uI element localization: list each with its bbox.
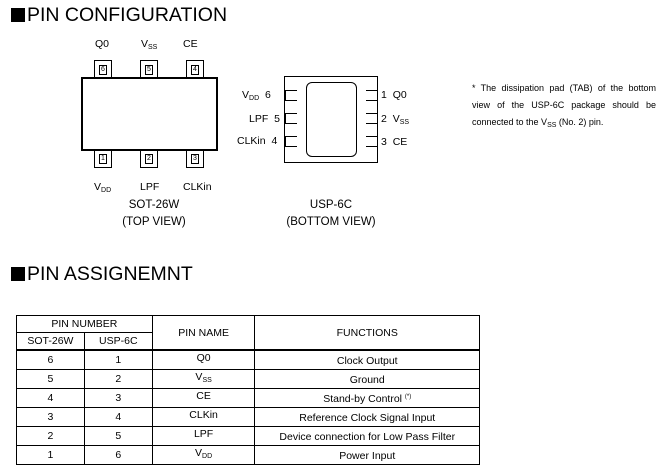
usp-left-label-pin6: VDD 6 [242, 89, 271, 102]
table-row: 3 4 CLKin Reference Clock Signal Input [16, 407, 480, 427]
cell-function: Power Input [254, 445, 480, 465]
cell-function: Reference Clock Signal Input [254, 407, 480, 427]
cell-pin-name: CE [151, 388, 256, 408]
sot-pin-2: 2 [140, 151, 158, 168]
cell-sot-number: 5 [16, 369, 85, 389]
cell-usp-number: 2 [83, 369, 153, 389]
cell-pin-name: Q0 [151, 349, 256, 370]
pin-configuration-title: PIN CONFIGURATION [27, 3, 228, 26]
header-pin-name: PIN NAME [151, 315, 256, 351]
table-row: 4 3 CE Stand-by Control (*) [16, 388, 480, 408]
pin-assignment-table: PIN NUMBER PIN NAME FUNCTIONS SOT-26W US… [16, 315, 480, 465]
sot-top-label-pin5: VSS [141, 38, 158, 51]
usp-right-label-pin3: 3 CE [381, 136, 408, 148]
cell-sot-number: 6 [16, 349, 85, 370]
usp-pin-4 [285, 136, 297, 147]
sot26w-caption-name: SOT-26W [128, 199, 180, 211]
usp-left-label-pin5: LPF 5 [249, 113, 280, 125]
cell-pin-name: LPF [151, 426, 256, 446]
header-usp6c: USP-6C [83, 332, 153, 351]
sot-pin-6: 6 [94, 60, 112, 77]
usp6c-caption-name: USP-6C [309, 199, 353, 211]
pin-configuration-heading: PIN CONFIGURATION [11, 3, 227, 27]
cell-sot-number: 2 [16, 426, 85, 446]
heading-square-icon [11, 267, 25, 281]
sot-bottom-label-pin3: CLKin [183, 181, 212, 193]
sot-pin-1: 1 [94, 151, 112, 168]
usp-pin-5 [285, 113, 297, 124]
cell-usp-number: 1 [83, 349, 153, 370]
sot-top-label-pin4: CE [183, 38, 198, 50]
heading-square-icon [11, 8, 25, 22]
cell-function: Clock Output [254, 349, 480, 370]
pin-assignment-title: PIN ASSIGNEMNT [27, 262, 193, 285]
cell-sot-number: 1 [16, 445, 85, 465]
cell-usp-number: 4 [83, 407, 153, 427]
cell-function: Stand-by Control (*) [254, 388, 480, 408]
sot-pin-4: 4 [186, 60, 204, 77]
cell-sot-number: 4 [16, 388, 85, 408]
usp6c-caption-view: (BOTTOM VIEW) [286, 216, 376, 228]
cell-pin-name: VSS [151, 369, 256, 389]
pin-assignment-heading: PIN ASSIGNEMNT [11, 262, 193, 286]
usp-pin-3 [366, 136, 378, 147]
sot-pin-3: 3 [186, 151, 204, 168]
header-functions: FUNCTIONS [254, 315, 480, 351]
table-row: 5 2 VSS Ground [16, 369, 480, 389]
sot-pin-5: 5 [140, 60, 158, 77]
cell-usp-number: 5 [83, 426, 153, 446]
table-row: 6 1 Q0 Clock Output [16, 349, 480, 370]
sot-bottom-label-pin1: VDD [94, 181, 112, 194]
table-row: 2 5 LPF Device connection for Low Pass F… [16, 426, 480, 446]
sot26w-caption-view: (TOP VIEW) [122, 216, 186, 228]
usp-pin-2 [366, 113, 378, 124]
cell-usp-number: 6 [83, 445, 153, 465]
cell-function: Ground [254, 369, 480, 389]
table-row: 1 6 VDD Power Input [16, 445, 480, 465]
sot-top-label-pin6: Q0 [95, 38, 110, 50]
usp-left-label-pin4: CLKin 4 [237, 135, 278, 147]
header-pin-number: PIN NUMBER [16, 315, 153, 333]
sot-bottom-label-pin2: LPF [140, 181, 160, 193]
cell-pin-name: CLKin [151, 407, 256, 427]
usp-right-label-pin2: 2 VSS [381, 113, 410, 126]
cell-function: Device connection for Low Pass Filter [254, 426, 480, 446]
usp-right-label-pin1: 1 Q0 [381, 89, 407, 101]
usp-pin-1 [366, 90, 378, 101]
cell-pin-name: VDD [151, 445, 256, 465]
usp-pin-6 [285, 90, 297, 101]
sot26w-package-body [81, 77, 218, 151]
cell-usp-number: 3 [83, 388, 153, 408]
dissipation-pad-note: * The dissipation pad (TAB) of the botto… [472, 83, 656, 129]
cell-sot-number: 3 [16, 407, 85, 427]
usp6c-dissipation-pad [306, 82, 357, 157]
header-sot26w: SOT-26W [16, 332, 85, 351]
